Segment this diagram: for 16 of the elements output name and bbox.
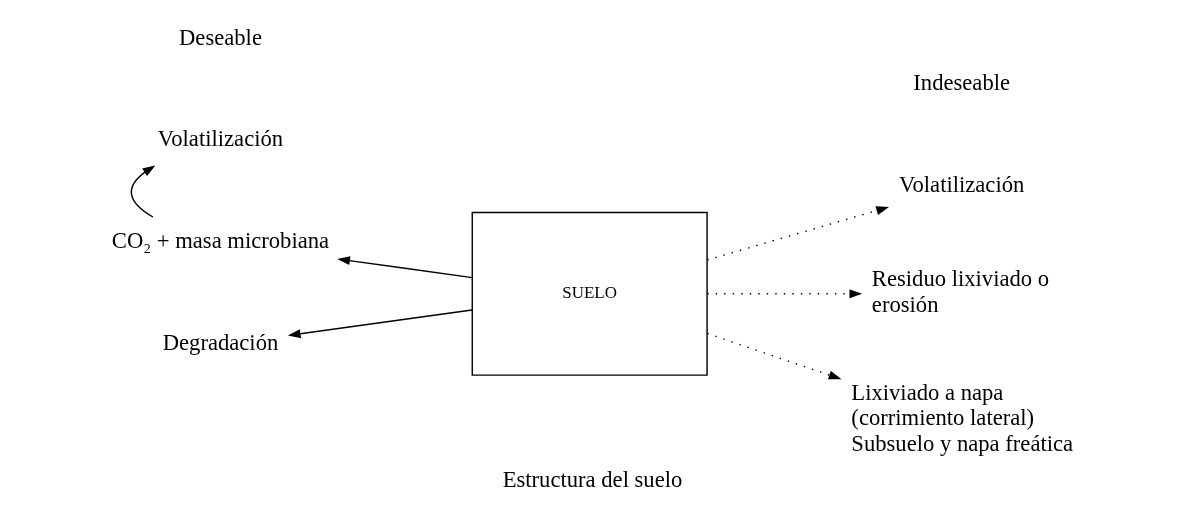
arrow — [130, 165, 156, 218]
node-text: CO₂ + masa microbiana — [111, 228, 330, 254]
node-text: Degradación — [162, 330, 279, 356]
label: Indeseable — [913, 69, 1011, 95]
node-text: Residuo lixiviado o erosión — [871, 266, 1050, 317]
node-text: Lixiviado a napa (corrimiento lateral) Subsuelo y napa freática — [851, 379, 1074, 456]
arrow — [337, 256, 473, 279]
caption: Estructura del suelo — [502, 467, 683, 493]
arrow — [706, 332, 842, 380]
label: Deseable — [179, 24, 262, 50]
arrow — [706, 289, 863, 299]
arrow — [287, 309, 473, 339]
node-text: Volatilización — [899, 171, 1025, 197]
node-text: Volatilización — [157, 126, 284, 152]
node-box: SUELO — [471, 211, 708, 376]
arrow — [706, 206, 889, 261]
